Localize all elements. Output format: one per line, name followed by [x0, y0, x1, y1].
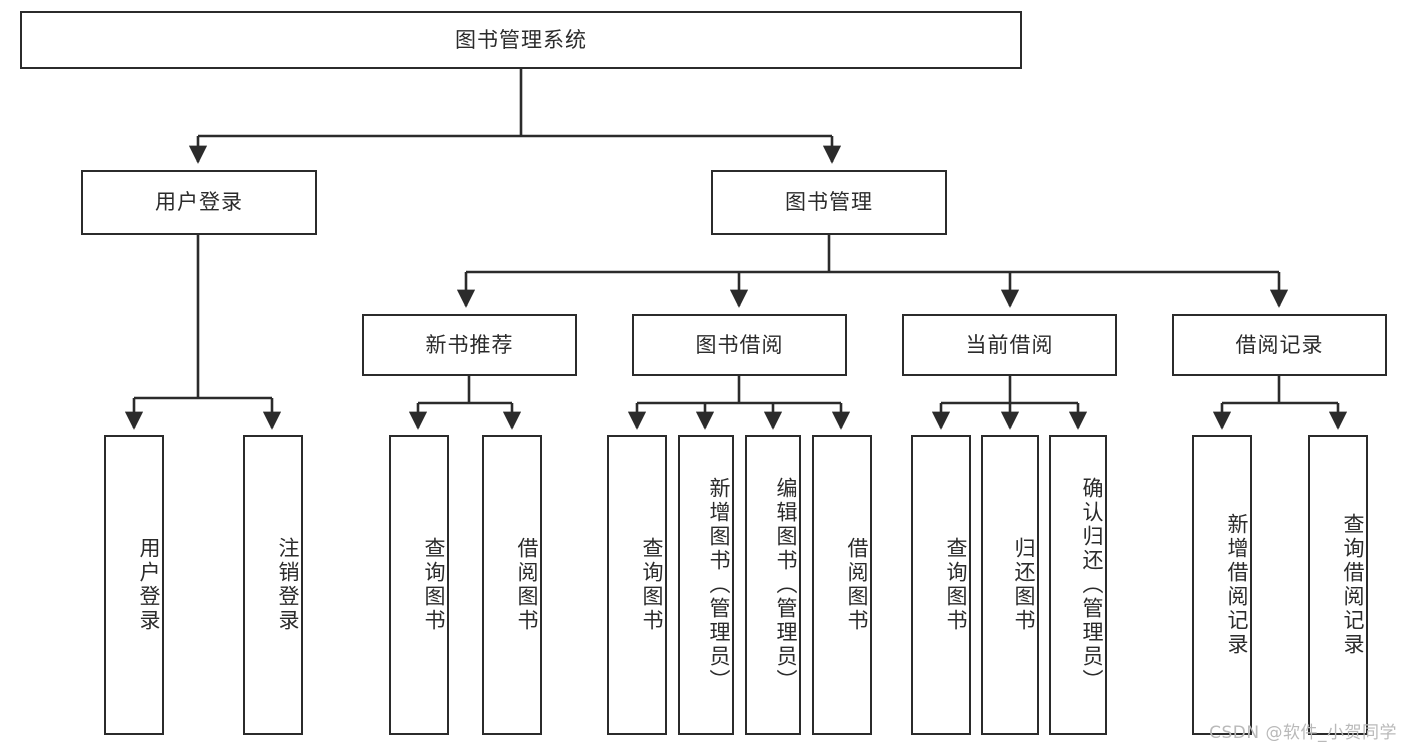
- node-label: 用户登录: [155, 190, 243, 215]
- node-current-borrow[interactable]: 当前借阅: [902, 314, 1117, 376]
- node-label: 新书推荐: [425, 332, 514, 357]
- node-label: 编辑图书（管理员）: [774, 477, 798, 693]
- leaf-borrow-record-query-record[interactable]: 查询借阅记录: [1308, 435, 1368, 735]
- node-label: 借阅图书: [515, 537, 539, 633]
- node-label: 借阅图书: [845, 537, 869, 633]
- node-label: 新增借阅记录: [1225, 513, 1249, 657]
- leaf-user-login-login[interactable]: 用户登录: [104, 435, 164, 735]
- node-label: 查询图书: [640, 537, 664, 633]
- node-label: 图书管理系统: [455, 27, 587, 52]
- leaf-borrow-record-add-record[interactable]: 新增借阅记录: [1192, 435, 1252, 735]
- leaf-book-borrow-borrow-book[interactable]: 借阅图书: [812, 435, 872, 735]
- leaf-book-borrow-add-book[interactable]: 新增图书（管理员）: [678, 435, 734, 735]
- node-label: 借阅记录: [1235, 332, 1324, 357]
- node-root-library-system[interactable]: 图书管理系统: [20, 11, 1022, 69]
- node-book-management[interactable]: 图书管理: [711, 170, 947, 235]
- node-label: 当前借阅: [965, 332, 1054, 357]
- node-user-login[interactable]: 用户登录: [81, 170, 317, 235]
- csdn-watermark: CSDN @软件_小贺同学: [1209, 723, 1397, 743]
- node-label: 用户登录: [137, 537, 161, 633]
- leaf-new-book-borrow-book[interactable]: 借阅图书: [482, 435, 542, 735]
- node-new-book-recommend[interactable]: 新书推荐: [362, 314, 577, 376]
- node-label: 查询图书: [944, 537, 968, 633]
- leaf-current-borrow-query-book[interactable]: 查询图书: [911, 435, 971, 735]
- node-label: 图书借阅: [695, 332, 784, 357]
- node-label: 查询借阅记录: [1341, 513, 1365, 657]
- node-label: 注销登录: [276, 537, 300, 633]
- node-label: 查询图书: [422, 537, 446, 633]
- leaf-user-login-logout[interactable]: 注销登录: [243, 435, 303, 735]
- leaf-current-borrow-return-book[interactable]: 归还图书: [981, 435, 1039, 735]
- node-label: 新增图书（管理员）: [707, 477, 731, 693]
- node-book-borrow[interactable]: 图书借阅: [632, 314, 847, 376]
- leaf-book-borrow-query-book[interactable]: 查询图书: [607, 435, 667, 735]
- leaf-new-book-query-book[interactable]: 查询图书: [389, 435, 449, 735]
- node-borrow-record[interactable]: 借阅记录: [1172, 314, 1387, 376]
- node-label: 确认归还（管理员）: [1080, 477, 1104, 693]
- leaf-current-borrow-confirm-return[interactable]: 确认归还（管理员）: [1049, 435, 1107, 735]
- node-label: 图书管理: [785, 190, 873, 215]
- node-label: 归还图书: [1012, 537, 1036, 633]
- leaf-book-borrow-edit-book[interactable]: 编辑图书（管理员）: [745, 435, 801, 735]
